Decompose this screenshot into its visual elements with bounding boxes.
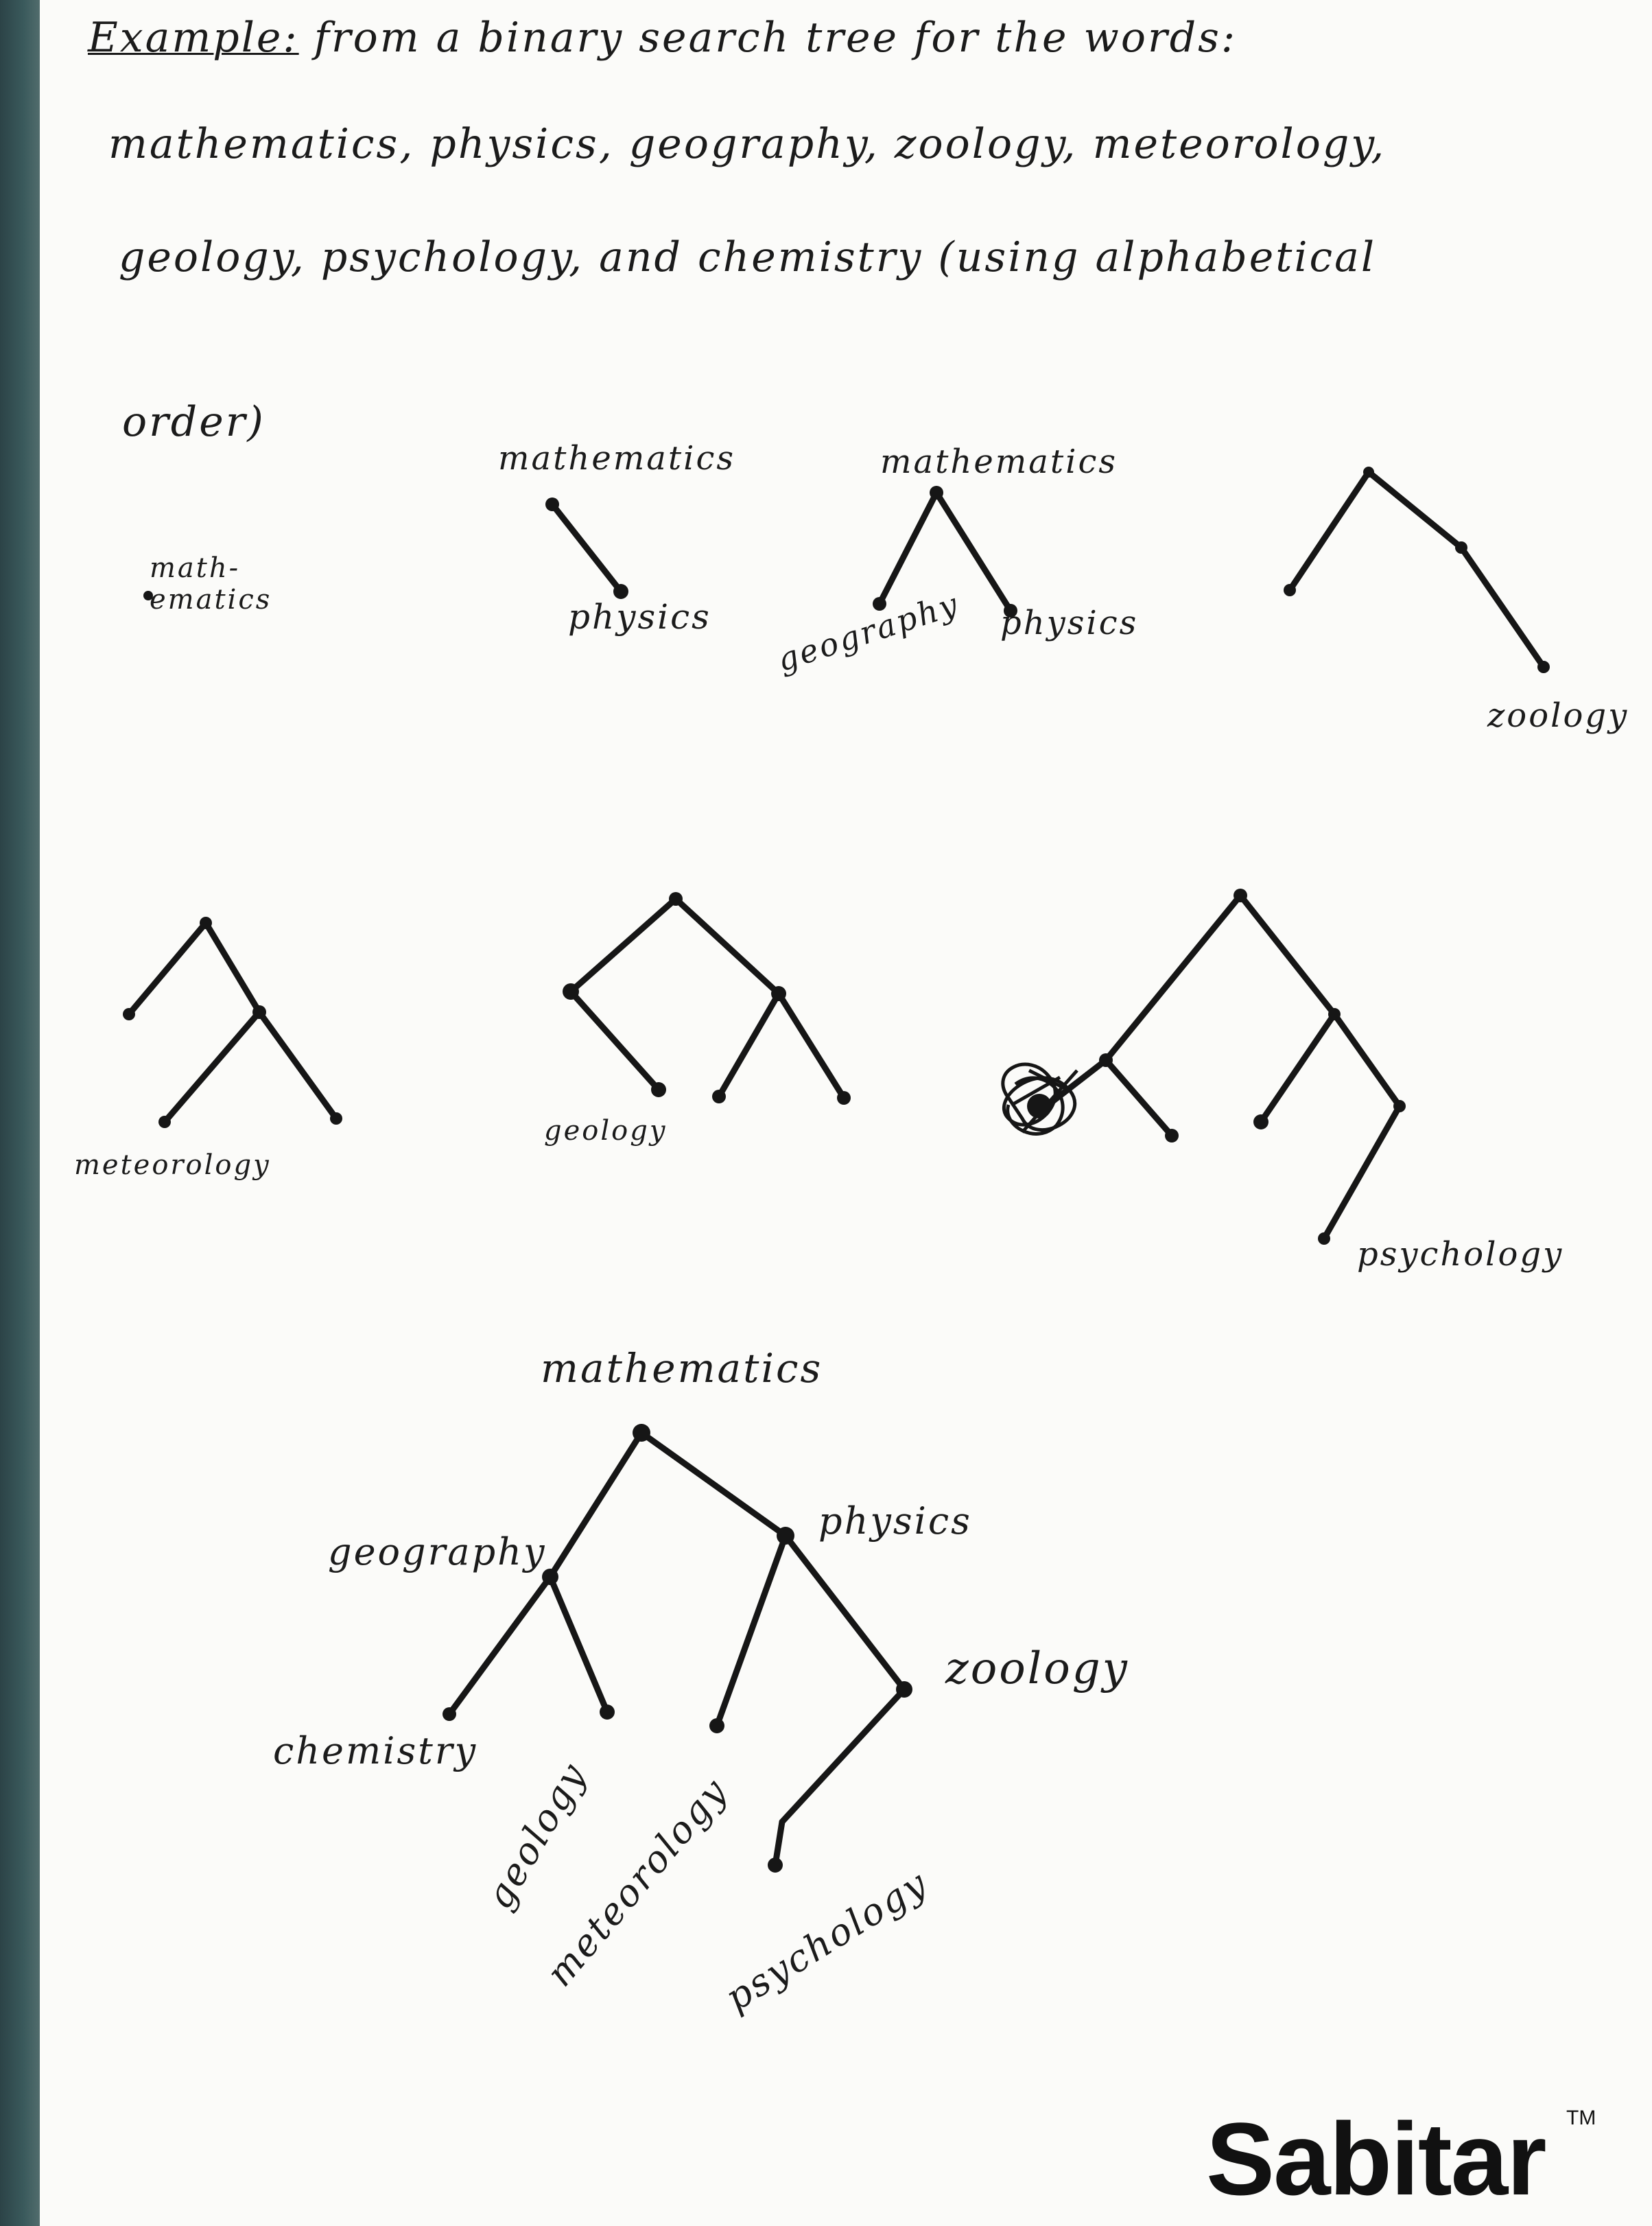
example-label: Example: — [88, 14, 299, 62]
step5-right-edge — [202, 919, 263, 1016]
final-chemistry-label: chemistry — [273, 1729, 478, 1772]
step7-psychology-node — [1318, 1232, 1330, 1245]
step3-right-edge — [933, 489, 1014, 614]
step6-geology-node — [651, 1082, 666, 1097]
final-geography-node — [542, 1569, 558, 1585]
step7-right-edge — [1237, 892, 1338, 1018]
step4-new-label: zoology — [1487, 696, 1629, 735]
step1-root-label: math- ematics — [150, 552, 272, 616]
notebook-page: Example: from a binary search tree for t… — [40, 0, 1652, 2226]
final-geology-edge — [547, 1573, 611, 1715]
step2-root-label: mathematics — [498, 439, 736, 478]
final-meteorology-node — [709, 1718, 724, 1733]
step6-left-node — [563, 983, 579, 1000]
step4-right-node — [1455, 541, 1467, 554]
step5-tree — [123, 917, 342, 1128]
heading-line-1-text: from a binary search tree for the words: — [314, 14, 1238, 62]
heading-line-2: mathematics, physics, geography, zoology… — [108, 120, 1386, 168]
step5-left-edge — [126, 919, 209, 1018]
final-zoology-node — [896, 1681, 912, 1698]
step7-geology-node — [1165, 1129, 1179, 1143]
step3-left-node — [873, 597, 886, 611]
step3-tree — [873, 486, 1017, 618]
step7-tree — [1001, 889, 1406, 1245]
final-psychology-node — [768, 1858, 783, 1873]
step5-zoology-edge — [256, 1009, 340, 1122]
final-root-node — [633, 1424, 650, 1442]
step5-new-label: meteorology — [74, 1149, 271, 1181]
step4-zoology-node — [1537, 661, 1550, 673]
step6-right-node — [771, 986, 786, 1001]
notebook-binding — [0, 0, 40, 2226]
step7-meteorology-edge — [1258, 1011, 1338, 1125]
step4-left-node — [1284, 584, 1296, 596]
step6-new-label: geology — [544, 1115, 668, 1147]
heading-line-3: geology, psychology, and chemistry (usin… — [119, 233, 1377, 281]
step3-left-edge — [876, 489, 940, 607]
step5-meteorology-edge — [161, 1009, 263, 1125]
step6-geology-edge — [567, 988, 662, 1093]
step3-right-node — [1004, 604, 1017, 618]
final-chemistry-node — [442, 1707, 456, 1721]
step7-new-label: psychology — [1357, 1235, 1564, 1274]
step5-meteorology-node — [158, 1116, 171, 1128]
final-meteorology-edge — [713, 1532, 789, 1729]
final-geography-label: geography — [328, 1530, 547, 1573]
final-tree — [442, 1424, 912, 1873]
final-zoology-edge — [782, 1532, 908, 1693]
step7-meteorology-node — [1253, 1114, 1268, 1129]
final-geology-node — [600, 1704, 615, 1720]
step5-left-node — [123, 1008, 135, 1020]
final-physics-node — [777, 1527, 794, 1545]
brand-logo: Sabitar — [1206, 2101, 1547, 2216]
step6-meteorology-edge — [716, 990, 782, 1100]
step6-meteorology-node — [712, 1090, 726, 1103]
step7-psychology-edge — [1321, 1103, 1403, 1242]
final-psychology-edge-a — [779, 1686, 908, 1825]
step6-root-node — [669, 892, 683, 906]
step4-root-node — [1363, 467, 1374, 478]
heading-line-1: Example: from a binary search tree for t… — [88, 14, 1237, 62]
step3-root-label: mathematics — [880, 443, 1118, 481]
step4-right-edge — [1365, 469, 1465, 551]
step1-root-node — [143, 591, 153, 600]
step7-zoology-node — [1393, 1100, 1406, 1112]
step5-right-node — [252, 1005, 266, 1019]
step4-tree — [1284, 467, 1550, 673]
step2-edge — [549, 501, 624, 595]
step2-child-label: physics — [568, 597, 711, 637]
step7-root-node — [1234, 889, 1247, 902]
step6-tree — [563, 892, 851, 1105]
step5-root-node — [200, 917, 212, 929]
step3-right-label: physics — [1000, 604, 1139, 642]
step1-tree — [143, 591, 153, 600]
final-physics-label: physics — [818, 1499, 972, 1543]
step3-root-node — [930, 486, 943, 500]
step7-left-edge — [1102, 892, 1244, 1064]
step7-right-node — [1328, 1008, 1341, 1020]
step7-scribble-mark — [1001, 1062, 1078, 1136]
step7-left-node — [1099, 1053, 1113, 1067]
step4-zoology-edge — [1458, 544, 1547, 670]
step7-zoology-edge — [1331, 1011, 1403, 1110]
final-root-right-edge — [638, 1429, 789, 1539]
step7-scribble-node — [1027, 1094, 1052, 1118]
final-root-label: mathematics — [541, 1345, 823, 1392]
final-zoology-label: zoology — [945, 1643, 1129, 1694]
heading-line-4: order) — [122, 398, 266, 446]
step2-tree — [545, 497, 628, 599]
step6-left-edge — [567, 895, 679, 995]
step6-zoology-edge — [775, 990, 847, 1101]
step2-child-node — [613, 584, 628, 599]
step6-right-edge — [672, 895, 782, 997]
step6-zoology-node — [837, 1091, 851, 1105]
step7-geology-edge — [1102, 1057, 1175, 1139]
final-chemistry-edge — [446, 1573, 554, 1718]
trademark-mark: TM — [1566, 2107, 1596, 2129]
final-root-left-edge — [547, 1429, 645, 1580]
step5-zoology-node — [330, 1112, 342, 1125]
step4-left-edge — [1286, 469, 1372, 594]
step2-root-node — [545, 497, 559, 511]
